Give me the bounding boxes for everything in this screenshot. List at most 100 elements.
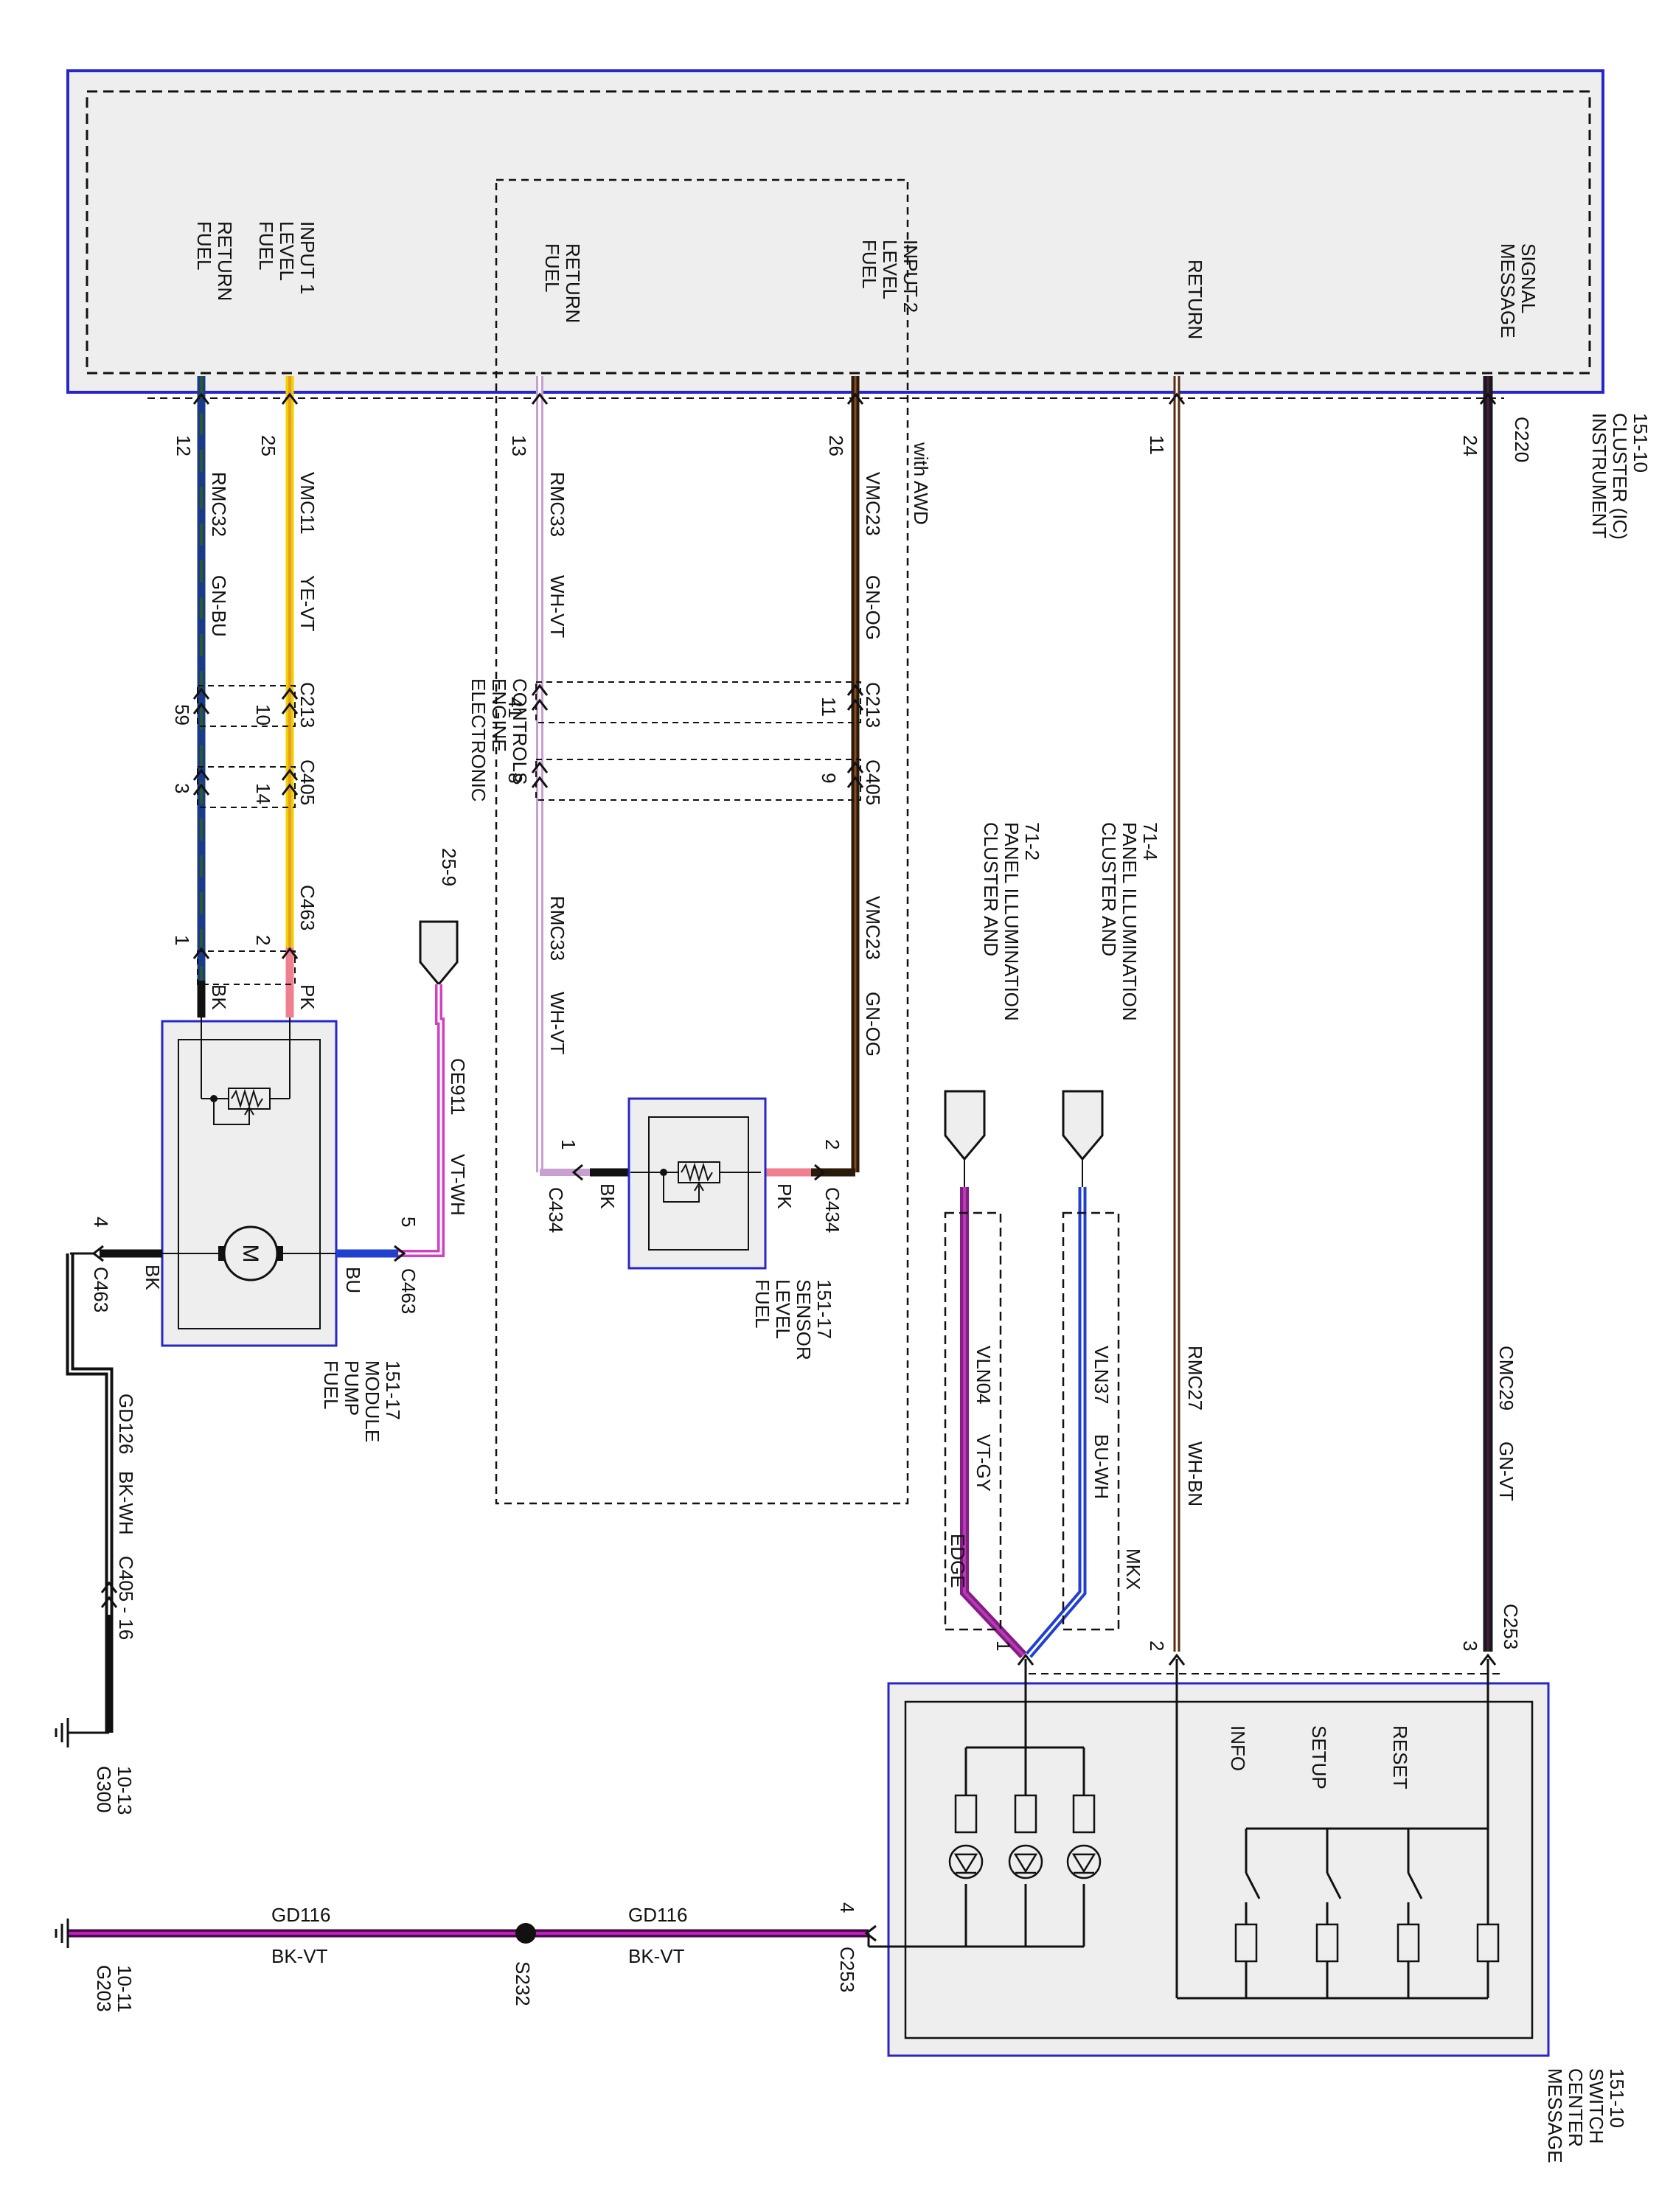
svg-text:71-4: 71-4 [1139,822,1161,860]
wire-label-bk-sensor: BK [597,1183,619,1209]
eec-label: ELECTRONIC ENGINE CONTROLS [467,678,531,802]
svg-text:INPUT 1: INPUT 1 [296,221,319,294]
svg-text:with AWD: with AWD [910,442,932,525]
svg-text:CLUSTER AND: CLUSTER AND [980,822,1002,956]
pin-c463-1: 1 [171,935,193,945]
edge-label: EDGE [947,1534,969,1588]
wire-label-gd126: GD126 [115,1394,137,1454]
pin-c434-1: 1 [557,1139,580,1150]
wire-label-rmc27-color: WH-BN [1184,1441,1206,1506]
g300-label: G300 10-13 [93,1766,136,1815]
fuel-sensor-label: FUEL LEVEL SENSOR 151-17 [751,1279,835,1360]
svg-text:151-10: 151-10 [1606,2068,1628,2128]
svg-text:PANEL ILLUMINATION: PANEL ILLUMINATION [1119,822,1141,1021]
svg-text:151-17: 151-17 [813,1279,835,1339]
svg-text:ENGINE: ENGINE [488,678,510,752]
svg-text:G203: G203 [93,1965,115,2012]
pin-c463-4: 4 [90,1217,112,1227]
fuel-pump-label: FUEL PUMP MODULE 151-17 [320,1360,404,1442]
g203-label: G203 10-11 [93,1965,136,2013]
switch-label-info: INFO [1227,1725,1249,1771]
wire-label-bu: BU [342,1267,364,1293]
wire-label-vln04: VLN04 [973,1346,995,1405]
svg-text:CLUSTER (IC): CLUSTER (IC) [1609,413,1631,540]
s232-label: S232 [512,1961,534,2006]
pin-41: 41 [504,697,526,718]
c405-16-label: C405 - 16 [115,1556,137,1640]
svg-text:151-17: 151-17 [382,1360,404,1420]
pin-c463-5: 5 [397,1217,420,1227]
inline-connector-arrows [192,684,864,959]
wire-label-rmc32-color: GN-BU [208,575,230,637]
svg-text:CENTER: CENTER [1565,2068,1587,2147]
svg-text:C220: C220 [1511,417,1533,462]
svg-text:FUEL: FUEL [541,243,563,292]
wire-label-vmc23b-color: GN-OG [862,992,884,1057]
svg-text:151-10: 151-10 [1630,413,1652,473]
fuel-pump-inner [178,1039,321,1329]
svg-text:SWITCH: SWITCH [1585,2068,1607,2144]
wire-label-vmc23: VMC23 [862,472,884,536]
c220-label: C220 [1511,417,1533,462]
wire-label-rmc33b-color: WH-VT [546,992,568,1054]
svg-text:INPUT 2: INPUT 2 [900,240,922,313]
svg-text:ELECTRONIC: ELECTRONIC [467,678,490,802]
mcs-switch-contacts [1245,1872,1423,1899]
cluster-label-fuel-return-2: FUEL RETURN [541,243,584,323]
svg-text:RETURN: RETURN [214,221,236,301]
svg-text:10-13: 10-13 [114,1766,136,1815]
c405-label-right: C405 [862,759,884,805]
wire-label-gd116b: GD116 [628,1904,687,1926]
wire-vln04-core [963,1187,1025,1657]
wire-label-gd116a: GD116 [271,1904,330,1926]
c253-label-top: C253 [1500,1604,1522,1649]
switch-label-reset: RESET [1389,1725,1411,1790]
pin-mcs-1: 1 [992,1641,1015,1651]
svg-text:PANEL ILLUMINATION: PANEL ILLUMINATION [1001,822,1023,1021]
c253-label-bottom: C253 [836,1947,858,1992]
c405-label-left: C405 [296,759,319,805]
pin-12: 12 [173,435,195,456]
wire-label-vln04-color: VT-GY [973,1434,995,1492]
wire-label-cmc29: CMC29 [1495,1346,1517,1411]
cluster-label-fuel-level-input-2: FUEL LEVEL INPUT 2 [858,240,922,313]
c434-label-left: C434 [545,1187,567,1233]
pin-13: 13 [508,435,530,456]
svg-text:MESSAGE: MESSAGE [1497,243,1519,338]
mkx-dashed-box [1062,1211,1120,1631]
wire-label-vln37: VLN37 [1091,1346,1113,1405]
svg-text:SIGNAL: SIGNAL [1517,243,1540,313]
illum-72-terminal [944,1090,986,1161]
pin-9: 9 [818,773,840,783]
pin-11b: 11 [818,697,840,717]
cluster-label-fuel-return-1: FUEL RETURN [193,221,236,301]
svg-text:G300: G300 [93,1766,115,1813]
pin-10: 10 [252,704,274,726]
pin-c463-2: 2 [252,935,274,945]
fuel-level-sensor [627,1097,767,1270]
wire-label-vln37-color: BU-WH [1091,1434,1113,1499]
pin-11: 11 [1146,435,1168,455]
mcs-internal-wiring [869,1659,1489,2000]
cluster-label-fuel-level-input-1: FUEL LEVEL INPUT 1 [255,221,319,294]
wire-label-pk-sensor: PK [773,1183,796,1209]
pin-3: 3 [171,783,193,793]
wire-vln04 [960,1187,1027,1659]
illum-74-label: CLUSTER AND PANEL ILLUMINATION 71-4 [1098,822,1161,1021]
wire-vln37-core [1027,1187,1084,1656]
wire-vln37 [1025,1187,1087,1658]
svg-text:SENSOR: SENSOR [793,1279,815,1360]
svg-text:FUEL: FUEL [858,240,880,288]
svg-text:PUMP: PUMP [341,1360,363,1416]
svg-text:FUEL: FUEL [751,1279,773,1328]
splice-s232 [515,1923,536,1944]
svg-text:LEVEL: LEVEL [879,240,901,299]
c405-right-box [535,759,861,801]
instrument-cluster-inner-dashed [86,90,1591,375]
wire-label-bk-pump: BK [208,984,230,1010]
c463-label-left: C463 [296,885,319,931]
svg-text:INSTRUMENT: INSTRUMENT [1588,413,1610,539]
c213-right-box [535,681,861,723]
c213-label-right: C213 [862,682,884,728]
